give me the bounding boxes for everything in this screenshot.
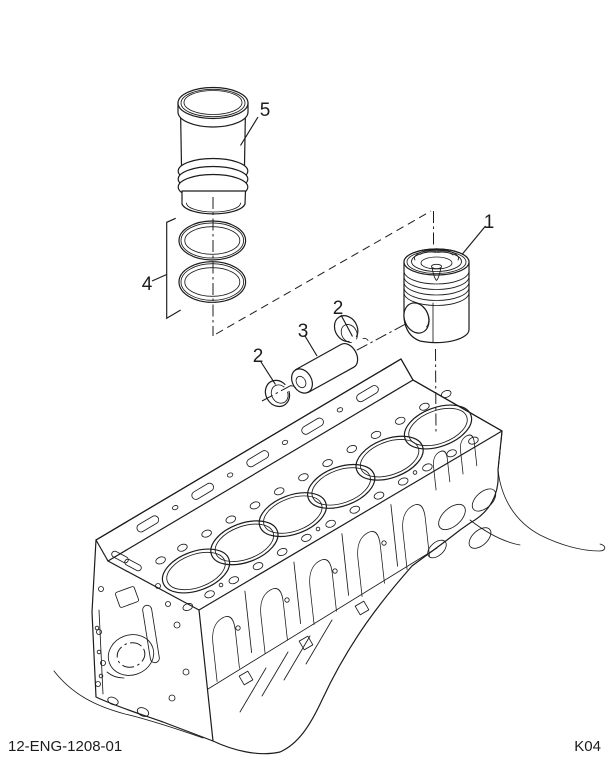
piston-centerline-lower — [435, 348, 437, 434]
break-lines — [53, 430, 606, 739]
callout-3: 3 — [298, 321, 309, 342]
seal-ring — [178, 261, 247, 303]
callout-4: 4 — [142, 274, 153, 295]
web-arch-window — [357, 530, 385, 597]
document-number: 12-ENG-1208-01 — [8, 738, 122, 755]
callout-2-lower: 2 — [253, 346, 264, 367]
web-arch-window — [309, 558, 337, 625]
leader-line-2-lower — [260, 361, 276, 385]
left-face-port — [115, 586, 139, 608]
snap-ring-upper — [333, 315, 369, 343]
combustion-bowl — [411, 251, 462, 272]
web-arch-window — [260, 587, 288, 654]
head-bolt-holes — [155, 390, 479, 611]
web-arch-window — [402, 503, 430, 570]
piston-crown — [403, 248, 470, 281]
block-left-face — [94, 550, 190, 717]
liner-seal-rings-drawing — [166, 217, 247, 320]
liner-flange-lip — [177, 86, 249, 128]
leader-line-1 — [461, 225, 486, 255]
seal-ring — [178, 220, 247, 261]
drain-hole — [354, 600, 370, 616]
leader-line-5 — [240, 116, 259, 146]
piston-pin-bore — [403, 302, 430, 334]
page-code: K04 — [574, 738, 601, 755]
piston-pin-drawing — [291, 343, 359, 394]
alignment-line — [215, 210, 432, 335]
web-arch-window — [433, 450, 451, 491]
callouts: 5 4 1 2 3 2 — [142, 100, 495, 385]
left-face-slot — [142, 604, 160, 664]
piston-drawing — [403, 248, 470, 344]
pin-hole — [295, 375, 307, 389]
liner-lower-section — [181, 190, 247, 215]
pin-end-face — [291, 368, 313, 394]
snap-ring-lower — [264, 379, 297, 408]
footer: 12-ENG-1208-01 K04 — [8, 738, 601, 755]
callout-1: 1 — [484, 212, 495, 233]
group-bracket — [166, 217, 181, 320]
leader-line-3 — [304, 335, 318, 357]
callout-2-upper: 2 — [333, 298, 344, 319]
web-arch-window — [212, 615, 240, 682]
leader-line-2-upper — [340, 314, 354, 337]
snap-rings-drawing — [264, 315, 369, 408]
deck-chamfer-slots — [136, 385, 379, 533]
callout-5: 5 — [260, 100, 271, 121]
core-opening — [438, 503, 466, 531]
web-arch-window — [460, 434, 478, 475]
cylinder-bore — [403, 404, 473, 450]
core-opening — [427, 539, 447, 559]
leader-line-4 — [151, 273, 167, 282]
camshaft-opening — [106, 634, 155, 679]
engine-block-drawing — [53, 358, 606, 755]
drain-hole — [238, 670, 254, 686]
block-silhouette — [91, 358, 503, 755]
cylinder-liner-drawing — [177, 86, 249, 215]
cylinder-bores — [161, 404, 473, 594]
core-opening — [471, 488, 497, 512]
block-deck-edges — [95, 358, 503, 742]
core-opening — [468, 527, 492, 549]
drain-hole — [298, 635, 314, 651]
block-front-face — [207, 434, 497, 713]
